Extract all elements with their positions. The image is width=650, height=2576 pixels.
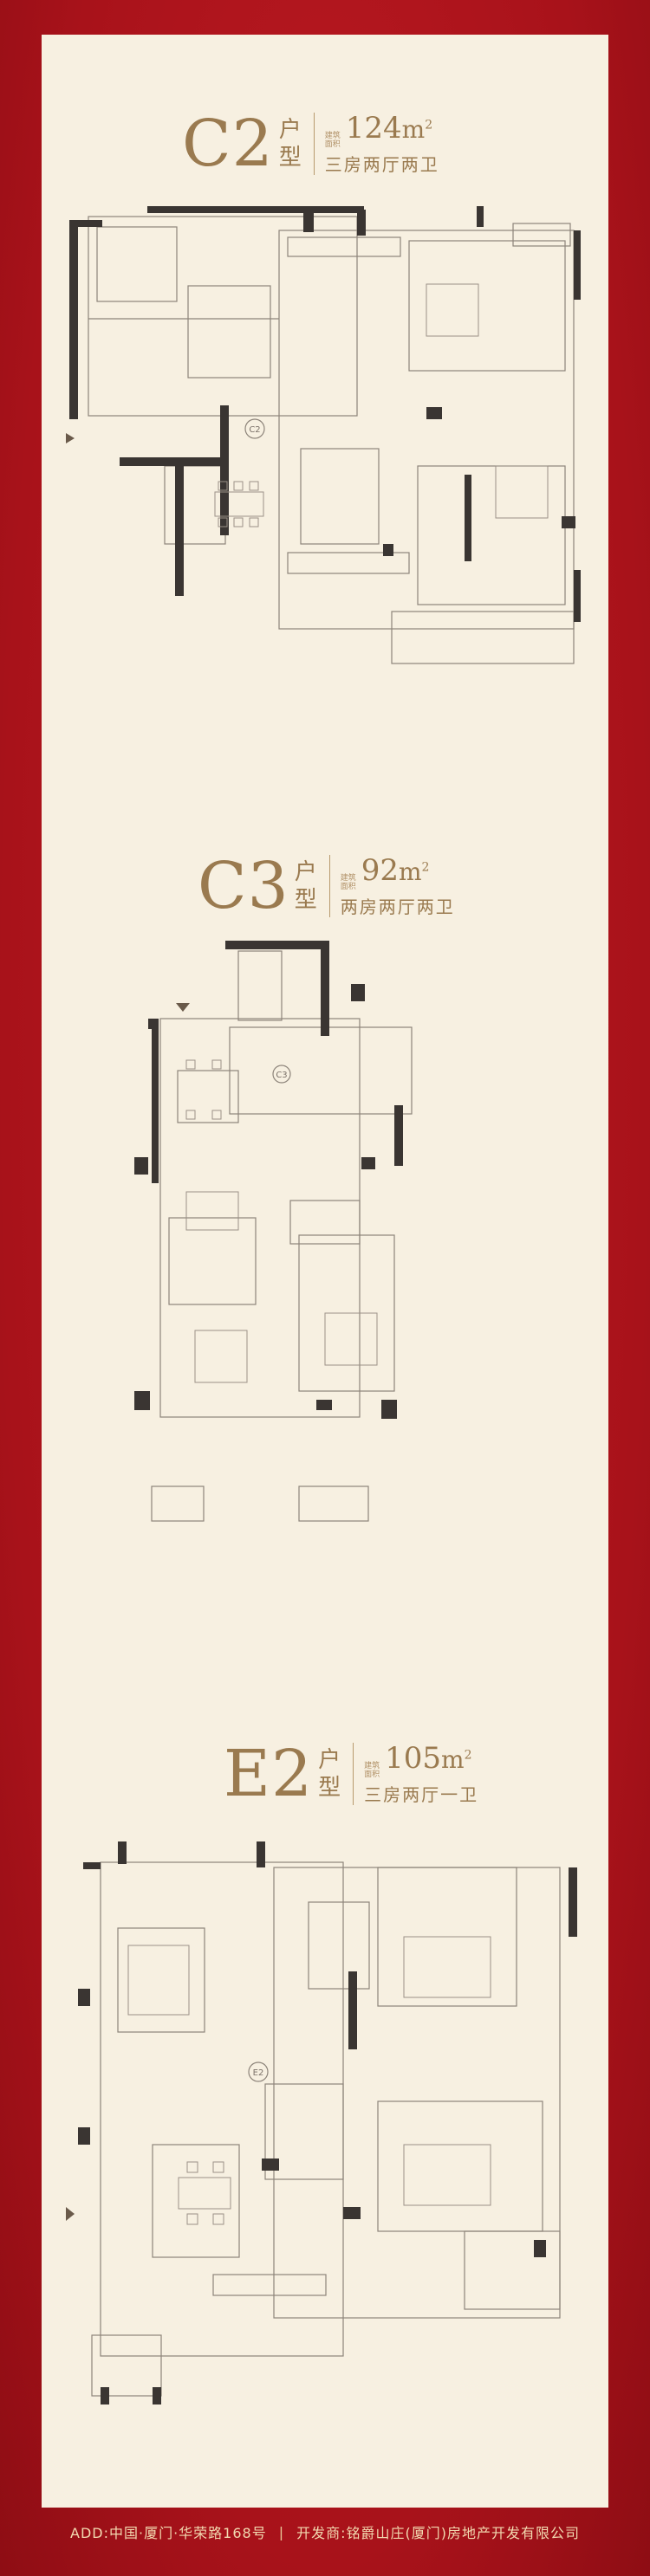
unit-info: 建筑面积 92 m2 两房两厅两卫 [341, 853, 455, 918]
area-label: 建筑面积 [324, 132, 341, 149]
plan-label: E2 [253, 2068, 264, 2078]
unit-code: C3 [198, 848, 289, 923]
area-unit: m2 [441, 1745, 472, 1774]
area-row: 建筑面积 124 m2 [325, 111, 439, 149]
area-value: 105 [385, 1741, 442, 1776]
area-value: 124 [345, 111, 402, 146]
title-divider [313, 112, 315, 175]
layout-desc: 两房两厅两卫 [340, 896, 455, 917]
title-divider [328, 854, 330, 917]
layout-desc: 三房两厅两卫 [324, 154, 439, 175]
footer-separator: | [278, 2523, 285, 2540]
title-divider [353, 1742, 354, 1805]
footer-developer: 开发商:铭爵山庄(厦门)房地产开发有限公司 [296, 2525, 580, 2541]
unit-suffix: 户 型 [278, 116, 302, 171]
floor-plan-e2: E2 [66, 1841, 577, 2404]
plan-label: C2 [249, 425, 260, 435]
disclaimer-fine-print [49, 2483, 601, 2495]
footer-address: ADD:中国·厦门·华荣路168号 [70, 2525, 267, 2541]
floor-plan-c3: C3 [134, 941, 413, 1522]
content-panel [42, 35, 608, 2508]
floor-plan-c2: C2 [66, 206, 581, 664]
footer: ADD:中国·厦门·华荣路168号 | 开发商:铭爵山庄(厦门)房地产开发有限公… [42, 2516, 608, 2547]
unit-info: 建筑面积 105 m2 三房两厅一卫 [364, 1741, 478, 1806]
area-label: 建筑面积 [340, 874, 356, 891]
unit-suffix: 户 型 [318, 1746, 341, 1801]
area-unit: m2 [398, 858, 430, 886]
area-row: 建筑面积 105 m2 [364, 1741, 478, 1779]
area-unit: m2 [401, 115, 433, 144]
unit-e2-title: E2 户 型 建筑面积 105 m2 三房两厅一卫 [224, 1741, 478, 1806]
unit-suffix: 户 型 [294, 858, 317, 913]
unit-c2-title: C2 户 型 建筑面积 124 m2 三房两厅两卫 [182, 111, 439, 176]
plan-label: C3 [276, 1071, 287, 1080]
area-row: 建筑面积 92 m2 [341, 853, 455, 891]
unit-c3-title: C3 户 型 建筑面积 92 m2 两房两厅两卫 [198, 853, 455, 918]
area-label: 建筑面积 [364, 1762, 380, 1779]
layout-desc: 三房两厅一卫 [364, 1784, 479, 1805]
unit-info: 建筑面积 124 m2 三房两厅两卫 [325, 111, 439, 176]
unit-code: C2 [182, 106, 274, 181]
unit-code: E2 [224, 1736, 314, 1811]
area-value: 92 [361, 853, 399, 888]
